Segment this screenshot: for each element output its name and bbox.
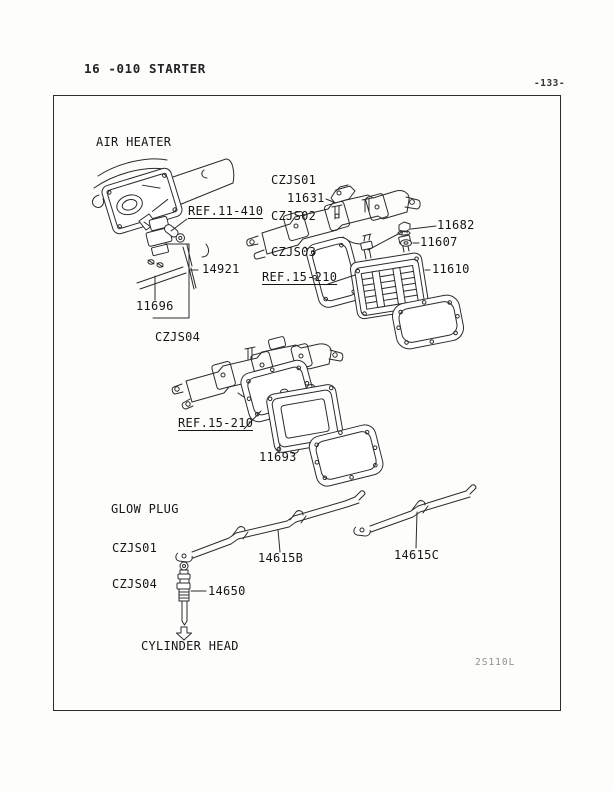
variant-czjs04-bottom: CZJS04 xyxy=(112,577,158,591)
bracket-11631-drawing xyxy=(331,185,355,203)
part-label-11682: 11682 xyxy=(437,218,475,232)
part-label-11631: 11631 xyxy=(287,191,325,205)
washer-11607-drawing xyxy=(401,240,412,246)
leader-lines xyxy=(153,199,436,591)
part-label-14921: 14921 xyxy=(202,262,240,276)
glow-plug-14650-drawing xyxy=(177,562,190,625)
cylinder-head-label: CYLINDER HEAD xyxy=(141,639,239,653)
page-title: 16 -010 STARTER xyxy=(84,61,206,76)
variant-czjs02: CZJS02 xyxy=(271,209,317,223)
variant-czjs04: CZJS04 xyxy=(155,330,201,344)
part-label-14615C: 14615C xyxy=(394,548,440,562)
variant-czjs01-bottom: CZJS01 xyxy=(112,541,158,555)
part-label-11610: 11610 xyxy=(432,262,470,276)
part-label-14650: 14650 xyxy=(208,584,246,598)
gasket-bottom-drawing xyxy=(307,423,385,489)
part-label-11696: 11696 xyxy=(136,299,174,313)
air-heater-title: AIR HEATER xyxy=(96,135,172,149)
glow-connector-14615C-drawing xyxy=(354,485,476,536)
variant-list-bottom: CZJS01 CZJS04 xyxy=(112,518,157,614)
ref-label-11-410: REF.11-410 xyxy=(188,204,264,219)
part-label-11693: 11693 xyxy=(259,450,297,464)
cylinder-head-arrow xyxy=(177,627,192,640)
variant-czjs03: CZJS03 xyxy=(271,245,317,259)
ref-label-15-210-mid: REF.15-210 xyxy=(178,416,254,431)
variant-czjs01: CZJS01 xyxy=(271,173,317,187)
figure-code: 2S110L xyxy=(475,657,516,668)
variant-list-top: CZJS01 CZJS02 CZJS03 xyxy=(271,150,316,282)
gasket-right-drawing xyxy=(390,293,466,351)
part-label-14615B: 14615B xyxy=(258,551,304,565)
glow-connector-14615B-drawing xyxy=(176,491,365,562)
ref-label-15-210-top: REF.15-210 xyxy=(262,270,338,285)
part-label-11607: 11607 xyxy=(420,235,458,249)
page-number: -133- xyxy=(534,78,566,89)
glow-plug-title: GLOW PLUG xyxy=(111,502,179,516)
figure-border xyxy=(53,95,561,711)
intake-manifold-upper-drawing xyxy=(247,185,420,259)
air-heater-plug-drawing xyxy=(137,214,196,289)
air-heater-assembly-drawing xyxy=(92,159,233,289)
nut-11682-drawing xyxy=(398,222,410,235)
